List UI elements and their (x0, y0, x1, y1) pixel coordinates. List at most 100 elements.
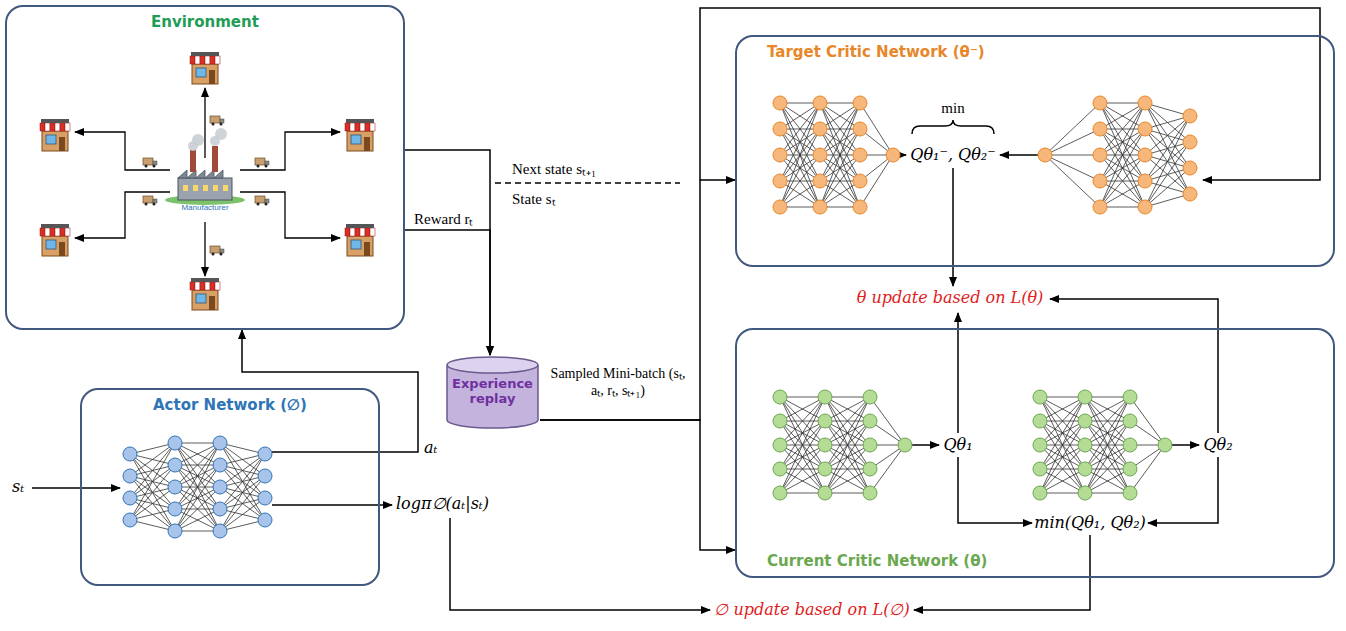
net-link (1040, 469, 1085, 493)
net-neuron (123, 513, 137, 527)
shop-awning (55, 123, 60, 131)
shop-awning (210, 282, 215, 290)
q1-to-min (958, 457, 1032, 523)
net-neuron (773, 390, 787, 404)
truck-wheel (257, 165, 260, 168)
net-link (1045, 155, 1100, 181)
net-link (820, 129, 860, 207)
net-neuron (818, 414, 832, 428)
net-neuron (123, 491, 137, 505)
net-neuron (818, 462, 832, 476)
net-link (1085, 421, 1130, 493)
shop-awning (65, 123, 70, 131)
net-neuron (1078, 486, 1092, 500)
net-neuron (1093, 174, 1107, 188)
manufacturer-label: Manufacturer (181, 203, 228, 212)
net-neuron (168, 480, 182, 494)
net-link (780, 103, 820, 181)
connector (540, 420, 735, 550)
net-neuron (886, 148, 900, 162)
shop-awning (360, 123, 365, 131)
net-neuron (898, 438, 912, 452)
shop-awning (370, 228, 375, 236)
shop-window (196, 68, 206, 77)
truck-wheel (212, 253, 215, 256)
net-neuron (213, 524, 227, 538)
net-link (1100, 103, 1145, 181)
net-neuron (1138, 122, 1152, 136)
net-link (1085, 397, 1130, 469)
shop-awning (365, 228, 370, 236)
shop-roof (346, 224, 374, 228)
net-link (820, 103, 860, 181)
net-neuron (1123, 462, 1137, 476)
net-link (825, 469, 870, 493)
truck-wheel (220, 123, 223, 126)
truck-cab (220, 119, 224, 123)
net-neuron (773, 200, 787, 214)
net-link (780, 397, 825, 469)
delivery-arrow (75, 132, 170, 170)
net-neuron (1138, 148, 1152, 162)
node-title: Actor Network (∅) (153, 396, 307, 414)
net-neuron (863, 414, 877, 428)
net-link (780, 397, 825, 421)
net-neuron (853, 96, 867, 110)
shop-awning (45, 123, 50, 131)
net-link (780, 421, 825, 493)
net-neuron (213, 502, 227, 516)
net-link (1100, 181, 1145, 207)
net-neuron (1138, 174, 1152, 188)
connector (405, 150, 490, 355)
shop-roof (191, 278, 219, 282)
shop-awning (40, 228, 45, 236)
current-critic-box: Current Critic Network (θ) (735, 328, 1335, 578)
net-link (1040, 397, 1085, 469)
q2-output: Qθ₂ (1203, 435, 1232, 454)
shop-awning (350, 228, 355, 236)
net-neuron (813, 200, 827, 214)
min-to-actor-update (914, 535, 1090, 610)
net-link (1040, 421, 1085, 493)
q2-to-min (1148, 457, 1218, 523)
truck-wheel (153, 165, 156, 168)
truck-cargo (210, 246, 220, 253)
factory-window (223, 185, 228, 191)
shop-awning (195, 56, 200, 64)
factory-window (203, 185, 208, 191)
net-link (1040, 397, 1085, 469)
shop-awning (40, 123, 45, 131)
net-link (1085, 397, 1130, 421)
net-link (820, 103, 860, 181)
truck-wheel (212, 123, 215, 126)
net-link (175, 509, 220, 531)
shop-awning (65, 228, 70, 236)
shop-awning (55, 228, 60, 236)
net-neuron (818, 438, 832, 452)
shop-awning (50, 123, 55, 131)
neural-networks (123, 96, 1197, 538)
state-label: State sₜ (512, 188, 556, 208)
net-neuron (258, 491, 272, 505)
net-link (780, 397, 825, 421)
logprob-to-update (450, 518, 710, 610)
net-link (130, 487, 175, 520)
net-neuron (1123, 414, 1137, 428)
net-link (175, 443, 220, 509)
net-neuron (853, 122, 867, 136)
net-link (1045, 155, 1100, 207)
truck-cargo (143, 196, 153, 203)
net-neuron (1033, 486, 1047, 500)
shop-body (192, 64, 218, 84)
shop-awning (45, 228, 50, 236)
net-neuron (1183, 161, 1197, 175)
net-neuron (1158, 438, 1172, 452)
shop-window (46, 135, 56, 144)
net-neuron (1093, 96, 1107, 110)
net-neuron (123, 469, 137, 483)
net-link (175, 443, 220, 509)
net-neuron (1123, 486, 1137, 500)
net-link (825, 397, 870, 469)
net-link (1085, 397, 1130, 469)
min-brace (912, 120, 994, 134)
